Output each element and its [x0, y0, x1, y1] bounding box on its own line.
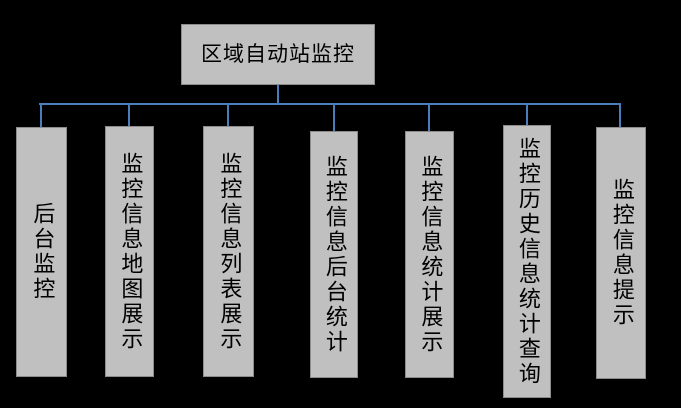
connector-root-stem	[277, 85, 279, 105]
node-leaf-4[interactable]: 监控信息后台统计	[310, 131, 358, 378]
node-leaf-6[interactable]: 监控历史信息统计查询	[503, 125, 551, 398]
node-leaf-3-label: 监控信息列表展示	[216, 151, 242, 352]
node-leaf-3[interactable]: 监控信息列表展示	[203, 126, 254, 377]
connector-stem-1	[40, 103, 42, 127]
connector-stem-7	[619, 103, 621, 127]
connector-stem-4	[333, 103, 335, 131]
connector-stem-3	[227, 103, 229, 126]
node-root-label: 区域自动站监控	[201, 42, 355, 67]
node-leaf-4-label: 监控信息后台统计	[321, 154, 347, 355]
node-root[interactable]: 区域自动站监控	[181, 24, 375, 85]
node-leaf-5[interactable]: 监控信息统计展示	[405, 131, 454, 378]
connector-bus	[39, 103, 620, 105]
connector-stem-2	[128, 103, 130, 126]
node-leaf-6-label: 监控历史信息统计查询	[514, 136, 540, 387]
node-leaf-2[interactable]: 监控信息地图展示	[105, 126, 154, 377]
node-leaf-5-label: 监控信息统计展示	[417, 154, 443, 355]
node-leaf-7-label: 监控信息提示	[608, 178, 634, 328]
connector-stem-5	[428, 103, 430, 131]
connector-stem-6	[526, 103, 528, 125]
node-leaf-7[interactable]: 监控信息提示	[596, 127, 646, 379]
node-leaf-1[interactable]: 后台监控	[16, 127, 67, 377]
node-leaf-2-label: 监控信息地图展示	[117, 151, 143, 352]
node-leaf-1-label: 后台监控	[29, 202, 55, 302]
